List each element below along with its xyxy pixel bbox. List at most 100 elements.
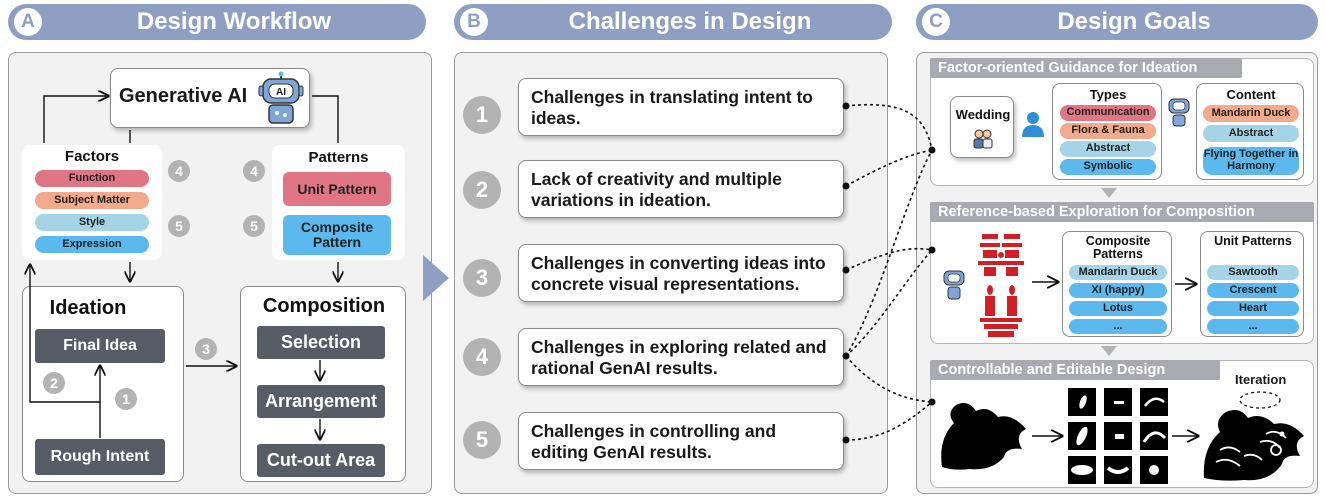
content-flying-together: Flying Together in Harmony (1203, 147, 1299, 175)
rough-intent-box: Rough Intent (35, 439, 165, 475)
challenge-1: Challenges in translating intent to idea… (518, 78, 844, 136)
unit-sawtooth: Sawtooth (1207, 265, 1299, 280)
patterns-title: Patterns (308, 149, 369, 166)
section-c-header: C Design Goals (916, 4, 1318, 40)
link-1-goal-1 (845, 104, 933, 151)
goal-2-robot-icon (943, 270, 965, 300)
type-abstract: Abstract (1060, 141, 1156, 157)
goal-1-down-arrow (1101, 188, 1117, 198)
unit-thumb-2 (1104, 388, 1132, 416)
factor-subject-matter: Subject Matter (35, 192, 149, 209)
type-symbolic: Symbolic (1060, 159, 1156, 175)
link-4-goal-2 (845, 249, 933, 357)
unit-thumb-3 (1140, 388, 1168, 416)
link-4-goal-1 (845, 149, 933, 357)
goal-2-down-arrow (1101, 346, 1117, 356)
composition-title: Composition (262, 295, 386, 317)
unit-pattern: Unit Pattern (283, 172, 391, 206)
unit-heart: Heart (1207, 301, 1299, 316)
goal-2-header: Reference-based Exploration for Composit… (930, 202, 1314, 222)
unit-thumb-6 (1140, 422, 1168, 450)
content-card: Content Mandarin Duck Abstract Flying To… (1196, 83, 1304, 180)
step-3: 3 (195, 338, 217, 360)
step-5-left: 5 (168, 215, 190, 237)
factor-expression: Expression (35, 236, 149, 253)
unit-patterns-card: Unit Patterns Sawtooth Crescent Heart ..… (1200, 231, 1304, 337)
factors-title: Factors (64, 148, 120, 165)
types-title: Types (1089, 87, 1127, 102)
final-idea-box: Final Idea (35, 329, 165, 363)
composite-mandarin-duck: Mandarin Duck (1069, 265, 1167, 280)
section-a-letter: A (14, 8, 42, 36)
selection-box: Selection (257, 326, 385, 359)
step-2: 2 (43, 372, 65, 394)
paper-cut-candles-image (974, 284, 1028, 340)
composite-pattern: Composite Pattern (283, 215, 391, 255)
generative-ai-box: Generative AI AI (110, 68, 310, 128)
factor-function: Function (35, 170, 149, 187)
factors-card: Factors Function Subject Matter Style Ex… (22, 145, 162, 260)
patterned-duck-image (1203, 391, 1304, 481)
patterns-card: Patterns Unit Pattern Composite Pattern (272, 145, 405, 260)
transition-arrow (423, 255, 449, 301)
goal-3-header: Controllable and Editable Design (930, 360, 1220, 380)
composite-patterns-card: Composite Patterns Mandarin Duck XI (hap… (1062, 231, 1172, 337)
step-4-left: 4 (168, 160, 190, 182)
wedding-card: Wedding (950, 96, 1014, 158)
composite-more: ... (1069, 319, 1167, 334)
challenge-5: Challenges in controlling and editing Ge… (518, 412, 844, 470)
challenge-3-number: 3 (463, 259, 501, 297)
duck-silhouette (941, 403, 1026, 470)
section-b-title: Challenges in Design (568, 8, 812, 35)
challenge-2: Lack of creativity and multiple variatio… (518, 160, 844, 218)
user-icon (1022, 112, 1044, 137)
composite-lotus: Lotus (1069, 301, 1167, 316)
challenge-1-number: 1 (463, 96, 501, 134)
unit-thumb-8 (1104, 456, 1132, 484)
content-title: Content (1226, 87, 1276, 102)
content-abstract: Abstract (1203, 125, 1299, 142)
couple-icon (973, 129, 993, 149)
unit-thumb-9 (1140, 456, 1168, 484)
section-a-header: A Design Workflow (8, 4, 426, 40)
cutout-area-box: Cut-out Area (257, 444, 385, 477)
composite-xi-happy: XI (happy) (1069, 283, 1167, 298)
link-4-goal-3 (845, 355, 933, 403)
step-4-right: 4 (243, 160, 265, 182)
content-mandarin-duck: Mandarin Duck (1203, 105, 1299, 122)
unit-thumb-4 (1068, 422, 1096, 450)
challenge-3: Challenges in converting ideas into conc… (518, 244, 844, 302)
unit-more: ... (1207, 319, 1299, 334)
step-1: 1 (115, 388, 137, 410)
challenge-5-number: 5 (463, 421, 501, 459)
section-b-header: B Challenges in Design (454, 4, 892, 40)
section-a-title: Design Workflow (136, 8, 332, 35)
factor-style: Style (35, 214, 149, 231)
svg-text:AI: AI (276, 87, 286, 98)
unit-thumb-7 (1068, 456, 1096, 484)
goal-1-header: Factor-oriented Guidance for Ideation (930, 58, 1242, 78)
composition-card: Composition Selection Arrangement Cut-ou… (240, 286, 406, 482)
wedding-label: Wedding (955, 107, 1011, 122)
unit-thumb-5 (1104, 422, 1132, 450)
section-c-title: Design Goals (1057, 8, 1211, 35)
challenge-4: Challenges in exploring related and rati… (518, 328, 844, 386)
small-robot-icon (1168, 98, 1190, 127)
unit-crescent: Crescent (1207, 283, 1299, 298)
unit-thumb-1 (1068, 388, 1096, 416)
arrangement-box: Arrangement (257, 385, 385, 418)
link-3-goal-2 (845, 247, 933, 271)
unit-patterns-title: Unit Patterns (1214, 234, 1292, 248)
link-2-goal-1 (845, 149, 933, 187)
step-5-right: 5 (243, 215, 265, 237)
generative-ai-label: Generative AI (119, 85, 248, 107)
type-communication: Communication (1060, 105, 1156, 121)
section-c-letter: C (922, 8, 950, 36)
challenge-2-number: 2 (463, 171, 501, 209)
types-card: Types Communication Flora & Fauna Abstra… (1052, 83, 1162, 180)
section-b-letter: B (460, 8, 488, 36)
composite-patterns-title: Composite Patterns (1085, 234, 1151, 261)
